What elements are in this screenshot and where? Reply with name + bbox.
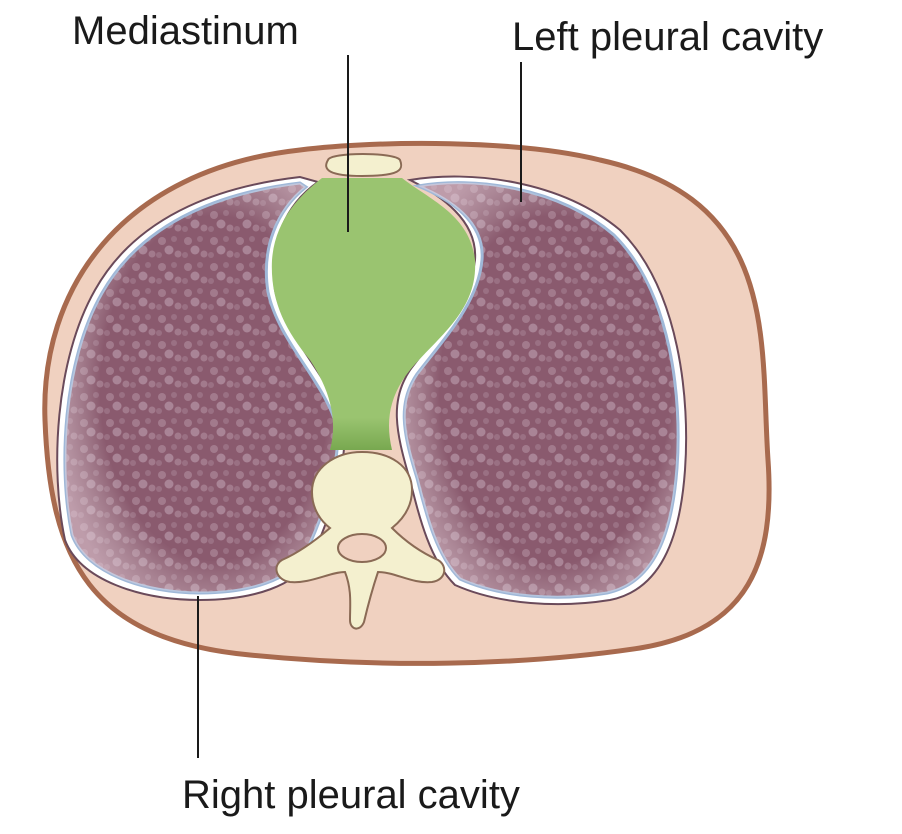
mediastinum-label: Mediastinum <box>72 9 299 53</box>
right-pleural-cavity-label: Right pleural cavity <box>182 773 520 817</box>
vertebral-foramen <box>337 533 387 563</box>
mediastinum-region <box>271 178 476 450</box>
sternum <box>325 153 403 178</box>
left-pleural-cavity-label: Left pleural cavity <box>512 15 823 59</box>
left-lung-shading <box>404 182 679 598</box>
right-lung-shading <box>64 183 339 593</box>
